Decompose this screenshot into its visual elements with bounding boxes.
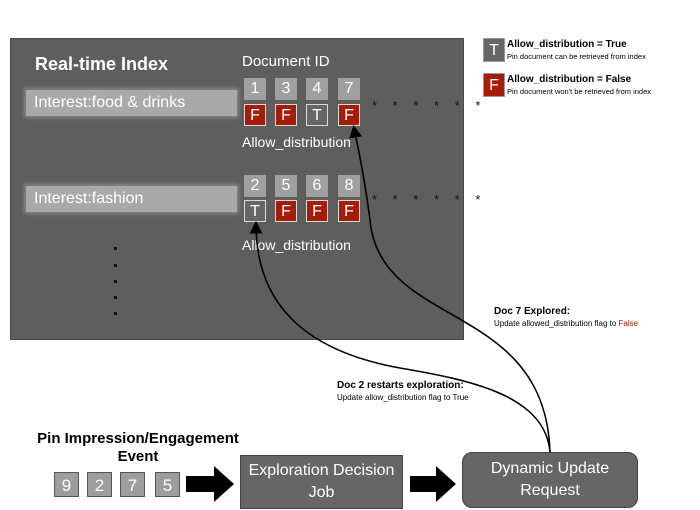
event-pin-id: 9 bbox=[54, 472, 79, 497]
interest-fashion: Interest:fashion bbox=[26, 186, 237, 212]
arrow-to-exploration-job bbox=[186, 466, 234, 502]
legend-true-title: Allow_distribution = True bbox=[507, 39, 627, 50]
flag-false: F bbox=[275, 200, 297, 222]
doc-id-cell: 3 bbox=[275, 78, 297, 100]
flag-false: F bbox=[306, 200, 328, 222]
curve-update-doc7 bbox=[349, 124, 551, 453]
vertical-ellipsis-dot bbox=[114, 296, 117, 299]
pin-event-title: Pin Impression/Engagement Event bbox=[37, 430, 239, 465]
legend-false-desc: Pin document won't be retrieved from ind… bbox=[507, 87, 652, 96]
flag-false: F bbox=[338, 104, 360, 126]
vertical-ellipsis-dot bbox=[114, 280, 117, 283]
vertical-ellipsis-dot bbox=[114, 312, 117, 315]
doc7-annotation-value: False bbox=[618, 319, 639, 328]
legend-false-title: Allow_distribution = False bbox=[507, 74, 632, 85]
vertical-ellipsis-dot bbox=[114, 247, 117, 250]
doc-id-cell: 8 bbox=[338, 175, 360, 197]
row-ellipsis: * * * * * * bbox=[372, 98, 487, 113]
doc-id-cell: 4 bbox=[306, 78, 328, 100]
event-pin-id: 2 bbox=[87, 472, 112, 497]
interest-food-drinks: Interest:food & drinks bbox=[26, 90, 237, 116]
doc7-annotation-desc: Update allowed_distribution flag to Fals… bbox=[494, 319, 639, 328]
flag-false: F bbox=[275, 104, 297, 126]
event-pin-id: 7 bbox=[120, 472, 145, 497]
doc2-annotation-title: Doc 2 restarts exploration: bbox=[337, 380, 464, 391]
doc2-annotation-desc: Update allow_distribution flag to True bbox=[337, 393, 469, 402]
legend-true-desc: Pin document can be retrieved from index bbox=[507, 52, 646, 61]
flag-false: F bbox=[244, 104, 266, 126]
allow-distribution-label: Allow_distribution bbox=[242, 134, 351, 150]
document-id-label: Document ID bbox=[242, 53, 330, 70]
index-title: Real-time Index bbox=[35, 54, 169, 74]
flag-false: F bbox=[338, 200, 360, 222]
vertical-ellipsis-dot bbox=[114, 264, 117, 267]
doc-id-cell: 1 bbox=[244, 78, 266, 100]
flag-true: T bbox=[306, 104, 328, 126]
exploration-decision-job: Exploration Decision Job bbox=[240, 455, 403, 509]
allow-distribution-label: Allow_distribution bbox=[242, 237, 351, 253]
legend-true-symbol: T bbox=[483, 38, 505, 62]
row-ellipsis: * * * * * * bbox=[372, 192, 487, 207]
doc-id-cell: 5 bbox=[275, 175, 297, 197]
arrow-to-dynamic-update bbox=[410, 466, 456, 502]
dynamic-update-request: Dynamic Update Request bbox=[462, 452, 638, 508]
doc-id-cell: 6 bbox=[306, 175, 328, 197]
doc-id-cell: 7 bbox=[338, 78, 360, 100]
doc-id-cell: 2 bbox=[244, 175, 266, 197]
event-pin-id: 5 bbox=[155, 472, 180, 497]
curve-update-doc2 bbox=[249, 220, 551, 453]
legend-false-symbol: F bbox=[483, 73, 505, 97]
doc7-annotation-title: Doc 7 Explored: bbox=[494, 306, 571, 317]
